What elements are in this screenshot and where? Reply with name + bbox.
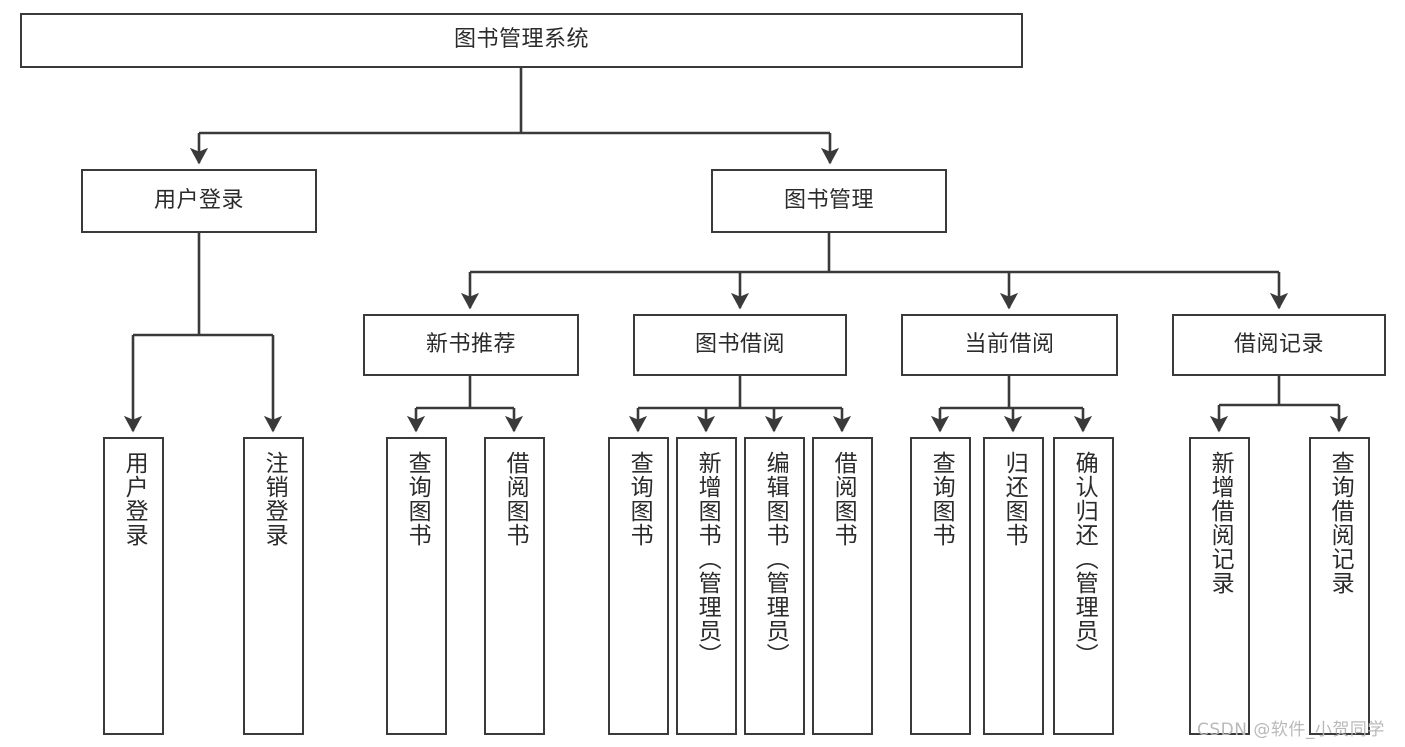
- node-leaf-user-login[interactable]: 用户登录: [103, 437, 164, 735]
- node-root-label: 图书管理系统: [453, 27, 589, 53]
- node-new-book-recommend[interactable]: 新书推荐: [363, 314, 579, 376]
- node-leaf-query-book-1[interactable]: 查询图书: [386, 437, 447, 735]
- edge-group-current-borrow: [930, 376, 1093, 433]
- edge-group-book-manage: [460, 233, 1289, 310]
- node-root[interactable]: 图书管理系统: [20, 13, 1023, 68]
- edge-group-borrow-record: [1209, 376, 1349, 433]
- node-book-manage[interactable]: 图书管理: [711, 169, 947, 233]
- edge-group-book-borrow: [628, 376, 852, 433]
- node-leaf-query-book-2-label: 查询图书: [626, 451, 653, 547]
- node-current-borrow-label: 当前借阅: [964, 331, 1055, 357]
- node-leaf-confirm-return[interactable]: 确认归还（管理员）: [1053, 437, 1114, 735]
- node-leaf-return-book-label: 归还图书: [1001, 451, 1028, 547]
- node-leaf-return-book[interactable]: 归还图书: [983, 437, 1044, 735]
- node-leaf-user-login-label: 用户登录: [121, 451, 148, 547]
- edge-group-user-login: [123, 233, 283, 433]
- node-leaf-query-book-3-label: 查询图书: [928, 451, 955, 547]
- node-leaf-add-book[interactable]: 新增图书（管理员）: [676, 437, 737, 735]
- node-new-book-recommend-label: 新书推荐: [425, 331, 516, 357]
- node-book-borrow-label: 图书借阅: [694, 331, 785, 357]
- node-leaf-query-book-3[interactable]: 查询图书: [910, 437, 971, 735]
- node-user-login-label: 用户登录: [153, 187, 244, 213]
- node-leaf-logout-label: 注销登录: [261, 451, 288, 547]
- node-leaf-borrow-book-2-label: 借阅图书: [830, 451, 857, 547]
- node-leaf-add-record[interactable]: 新增借阅记录: [1189, 437, 1250, 735]
- edge-group-root: [189, 68, 840, 165]
- node-leaf-add-record-label: 新增借阅记录: [1207, 451, 1234, 595]
- node-leaf-edit-book-label: 编辑图书（管理员）: [762, 451, 789, 667]
- node-leaf-add-book-label: 新增图书（管理员）: [694, 451, 721, 667]
- node-leaf-query-record[interactable]: 查询借阅记录: [1309, 437, 1370, 735]
- node-book-borrow[interactable]: 图书借阅: [633, 314, 847, 376]
- node-leaf-logout[interactable]: 注销登录: [243, 437, 304, 735]
- edge-group-new-book-recommend: [406, 376, 524, 433]
- node-book-manage-label: 图书管理: [783, 187, 874, 213]
- node-leaf-edit-book[interactable]: 编辑图书（管理员）: [744, 437, 805, 735]
- node-user-login[interactable]: 用户登录: [81, 169, 317, 233]
- node-leaf-borrow-book-2[interactable]: 借阅图书: [812, 437, 873, 735]
- csdn-watermark: CSDN @软件_小贺同学: [1197, 720, 1385, 740]
- node-leaf-borrow-book-1[interactable]: 借阅图书: [484, 437, 545, 735]
- node-current-borrow[interactable]: 当前借阅: [901, 314, 1118, 376]
- node-leaf-query-book-1-label: 查询图书: [404, 451, 431, 547]
- node-leaf-query-book-2[interactable]: 查询图书: [608, 437, 669, 735]
- node-borrow-record-label: 借阅记录: [1233, 331, 1324, 357]
- node-leaf-query-record-label: 查询借阅记录: [1327, 451, 1354, 595]
- node-borrow-record[interactable]: 借阅记录: [1172, 314, 1386, 376]
- node-leaf-confirm-return-label: 确认归还（管理员）: [1071, 451, 1098, 667]
- node-leaf-borrow-book-1-label: 借阅图书: [502, 451, 529, 547]
